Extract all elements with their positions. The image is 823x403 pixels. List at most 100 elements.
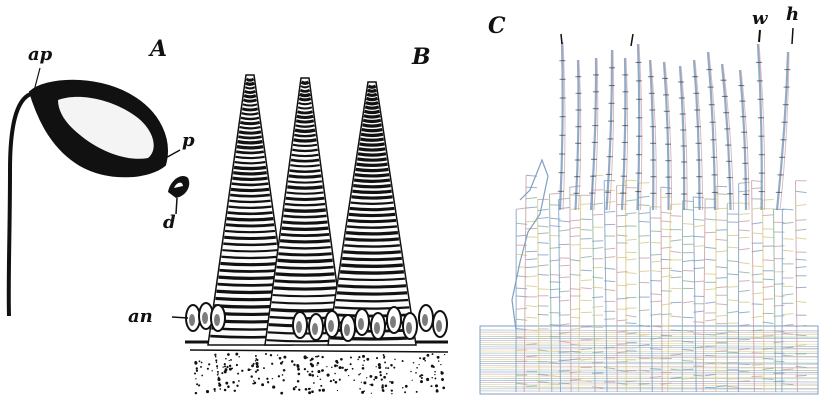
cell-cross-wall <box>650 294 661 295</box>
callout-ap: ap <box>28 46 52 64</box>
cell-cross-wall <box>671 288 682 289</box>
cell-cross-wall <box>570 228 581 229</box>
cell-cross-wall <box>581 288 592 289</box>
antheridium-core <box>312 323 318 335</box>
tissue-stipple <box>415 372 417 374</box>
tissue-stipple <box>241 370 243 372</box>
tissue-stipple <box>224 363 226 365</box>
tissue-stipple <box>267 381 269 383</box>
cell-cross-wall <box>774 381 785 382</box>
cell-cross-wall <box>716 333 727 334</box>
hair-band <box>240 122 259 123</box>
hair-band <box>355 175 389 176</box>
cell-cross-wall <box>739 281 750 282</box>
tissue-stipple <box>410 371 411 372</box>
cell-cross-wall <box>739 191 750 192</box>
cell-cross-wall <box>739 272 750 273</box>
hair-band <box>238 137 261 138</box>
cell-cross-wall <box>716 386 727 387</box>
tissue-stipple <box>387 367 389 369</box>
tissue-stipple <box>215 359 217 361</box>
cell-cross-wall <box>661 197 672 198</box>
cell-cross-wall <box>538 209 549 210</box>
tissue-stipple <box>261 383 264 386</box>
hair-band <box>274 288 337 289</box>
tissue-stipple <box>412 380 413 381</box>
tissue-stipple <box>256 359 258 361</box>
cell-cross-wall <box>683 317 694 318</box>
tissue-stipple <box>405 385 408 388</box>
cell-cross-wall <box>570 275 581 276</box>
tissue-stipple <box>357 359 359 361</box>
cell-column-wall <box>782 209 783 392</box>
cell-cross-wall <box>550 289 561 290</box>
cell-cross-wall <box>796 301 807 302</box>
cell-cross-wall <box>661 187 672 188</box>
tissue-stipple <box>437 356 440 359</box>
tissue-stipple <box>419 375 421 377</box>
tissue-stipple <box>278 375 280 377</box>
tissue-stipple <box>393 367 395 369</box>
cell-cross-wall <box>782 369 793 370</box>
cell-cross-wall <box>538 314 549 315</box>
cell-cross-wall <box>716 304 727 305</box>
tissue-stipple <box>438 360 439 361</box>
hair-band <box>242 109 257 110</box>
cell-cross-wall <box>650 231 661 232</box>
hair-band <box>228 213 273 214</box>
cell-cross-wall <box>739 221 750 222</box>
tissue-stipple <box>232 381 235 384</box>
cell-cross-wall <box>739 230 750 231</box>
cell-cross-wall <box>592 203 603 205</box>
tissue-stipple <box>391 381 394 384</box>
hair-band <box>343 252 401 253</box>
tissue-stipple <box>315 356 316 357</box>
tissue-stipple <box>419 357 421 359</box>
tissue-stipple <box>310 359 312 361</box>
cell-cross-wall <box>752 330 763 331</box>
tissue-stipple <box>320 379 322 381</box>
hair-band <box>243 100 256 101</box>
tissue-stipple <box>255 362 258 365</box>
cell-cross-wall <box>683 369 694 370</box>
cell-cross-wall <box>559 265 570 266</box>
tissue-stipple <box>196 370 198 372</box>
tissue-stipple <box>341 367 343 369</box>
cell-cross-wall <box>639 213 650 214</box>
cell-cross-wall <box>716 220 727 221</box>
tissue-stipple <box>389 381 391 383</box>
tissue-stipple <box>394 359 395 360</box>
hair-band <box>236 152 264 153</box>
cell-cross-wall <box>538 218 549 219</box>
cell-cross-wall <box>516 319 527 320</box>
hair-filament <box>638 44 640 210</box>
cell-cross-wall <box>716 287 727 288</box>
cell-cross-wall <box>661 276 672 277</box>
tissue-stipple <box>330 380 332 382</box>
tissue-stipple <box>371 384 374 387</box>
tissue-stipple <box>283 379 285 381</box>
cell-cross-wall <box>705 302 716 303</box>
tissue-stipple <box>218 373 219 374</box>
cell-cross-wall <box>538 265 549 266</box>
tissue-stipple <box>413 362 415 364</box>
hair-band <box>287 187 322 188</box>
tissue-stipple <box>360 373 361 374</box>
cell-cross-wall <box>559 371 570 372</box>
tissue-stipple <box>385 385 388 388</box>
tissue-stipple <box>221 372 223 374</box>
tissue-stipple <box>334 364 337 367</box>
tissue-stipple <box>384 361 386 363</box>
hair-band <box>230 195 270 196</box>
tissue-stipple <box>440 364 441 365</box>
tissue-stipple <box>385 367 387 369</box>
hair-band <box>234 167 266 168</box>
cell-cross-wall <box>526 251 537 252</box>
tissue-stipple <box>255 355 257 357</box>
cell-column-wall <box>661 187 662 392</box>
tissue-stipple <box>216 365 218 367</box>
tissue-stipple <box>441 372 444 375</box>
hair-band <box>296 125 315 126</box>
hair-band <box>290 170 321 171</box>
cell-cross-wall <box>526 386 537 387</box>
